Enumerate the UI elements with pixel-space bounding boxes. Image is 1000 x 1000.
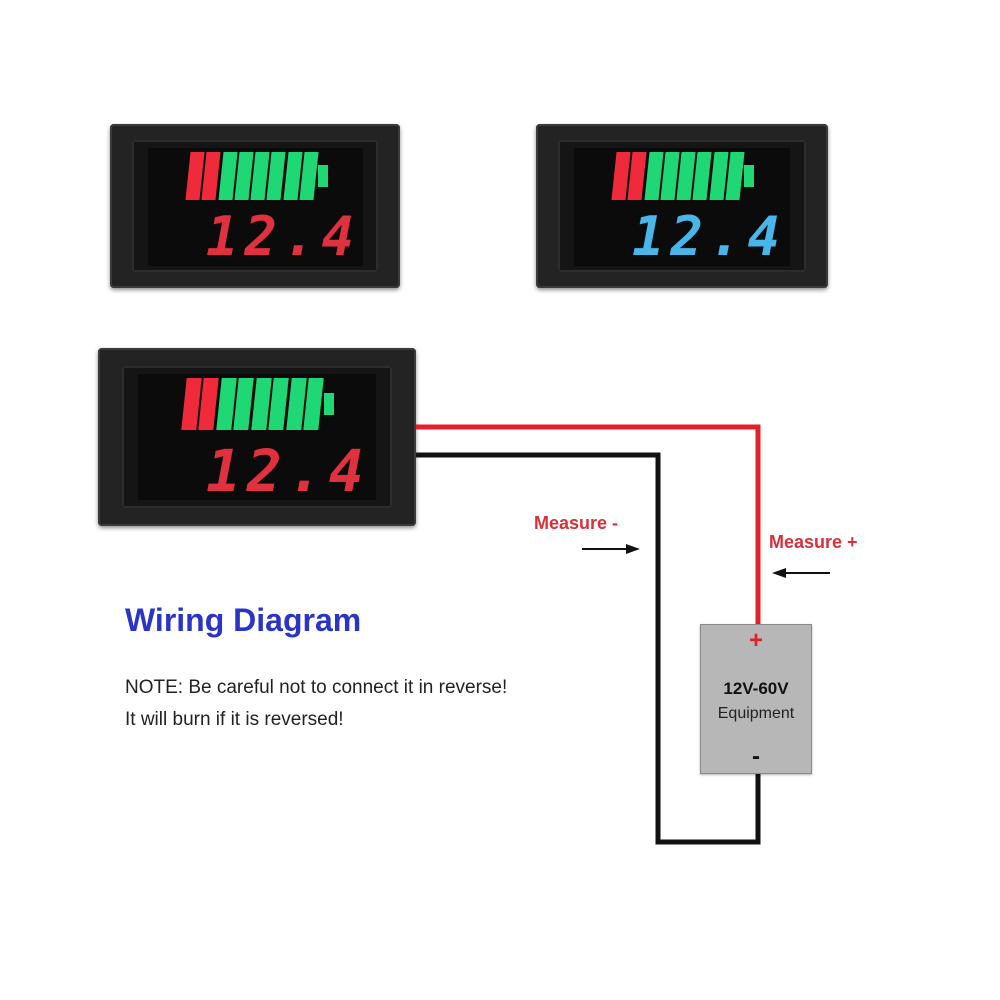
arrow-measure-minus	[582, 544, 640, 554]
battery-tip	[323, 392, 334, 416]
meter-red-top: 12.4	[110, 124, 400, 288]
battery-level-bar	[181, 378, 334, 430]
battery-tip	[318, 165, 328, 187]
voltage-reading: 12.4	[206, 437, 370, 505]
display-screen: 12.4	[574, 148, 790, 266]
equipment-box: + 12V-60V Equipment -	[700, 624, 812, 774]
battery-level-bar	[185, 152, 328, 200]
measure-minus-label: Measure -	[534, 513, 619, 533]
equipment-name: Equipment	[717, 705, 795, 722]
display-screen: 12.4	[148, 148, 363, 266]
negative-wire	[416, 452, 761, 845]
arrow-measure-plus	[772, 568, 830, 578]
positive-wire	[416, 424, 761, 628]
equipment-voltage: 12V-60V	[723, 679, 789, 698]
warning-note-line2: It will burn if it is reversed!	[125, 709, 344, 730]
display-screen: 12.4	[138, 374, 376, 500]
voltage-reading: 12.4	[632, 205, 787, 268]
meter-red-wired: 12.4	[98, 348, 416, 526]
battery-tip	[744, 165, 754, 187]
voltage-reading: 12.4	[206, 205, 361, 268]
negative-terminal-label: -	[752, 743, 760, 770]
measure-plus-label: Measure +	[769, 532, 858, 552]
positive-terminal-label: +	[748, 627, 763, 654]
diagram-title: Wiring Diagram	[125, 602, 362, 638]
meter-blue-top: 12.4	[536, 124, 828, 288]
battery-level-bar	[611, 152, 754, 200]
warning-note-line1: NOTE: Be careful not to connect it in re…	[125, 677, 508, 698]
